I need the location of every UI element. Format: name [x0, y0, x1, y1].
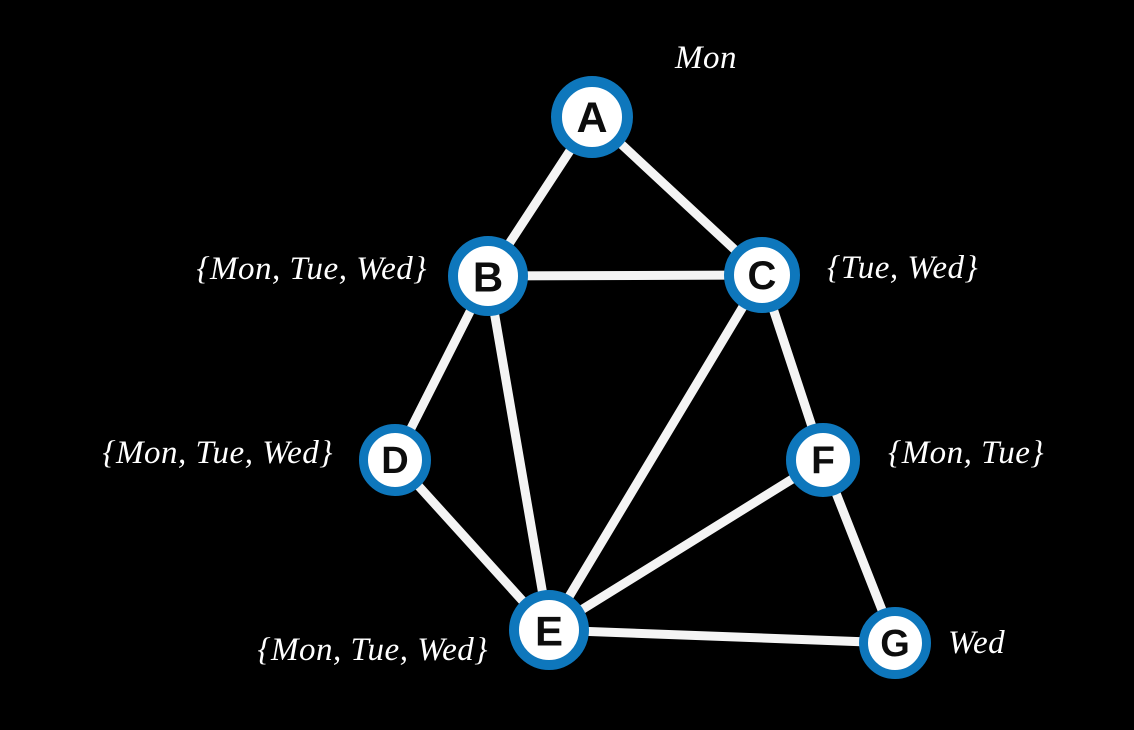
node-label-f: F: [811, 440, 835, 483]
node-label-e: E: [535, 608, 563, 655]
node-circle-b: [448, 236, 528, 316]
domain-label-g: Wed: [948, 625, 1006, 661]
node-c[interactable]: C: [724, 237, 800, 313]
node-g[interactable]: G: [859, 607, 931, 679]
domain-label-b: {Mon, Tue, Wed}: [196, 251, 427, 287]
node-label-b: B: [473, 254, 503, 301]
node-circle-e: [509, 590, 589, 670]
node-label-a: A: [576, 94, 607, 142]
edge-b-e: [483, 271, 554, 635]
node-e[interactable]: E: [509, 590, 589, 670]
node-b[interactable]: B: [448, 236, 528, 316]
edge-c-e: [544, 270, 767, 635]
edge-b-c: [483, 270, 767, 281]
node-label-c: C: [748, 254, 777, 298]
node-label-g: G: [880, 623, 910, 665]
nodes-layer: A B C D E F G: [359, 76, 931, 679]
domain-label-e: {Mon, Tue, Wed}: [257, 632, 488, 668]
domain-label-f: {Mon, Tue}: [888, 435, 1045, 471]
node-circle-g: [859, 607, 931, 679]
node-f[interactable]: F: [786, 423, 860, 497]
edge-e-g: [544, 625, 900, 648]
domain-label-c: {Tue, Wed}: [827, 250, 979, 286]
node-circle-a: [551, 76, 633, 158]
edges-layer: [390, 112, 900, 648]
node-circle-d: [359, 424, 431, 496]
edge-e-f: [544, 455, 828, 635]
node-d[interactable]: D: [359, 424, 431, 496]
node-circle-c: [724, 237, 800, 313]
node-label-d: D: [381, 440, 408, 482]
domain-label-d: {Mon, Tue, Wed}: [102, 435, 333, 471]
node-circle-f: [786, 423, 860, 497]
node-a[interactable]: A: [551, 76, 633, 158]
domain-label-a: Mon: [675, 40, 737, 76]
